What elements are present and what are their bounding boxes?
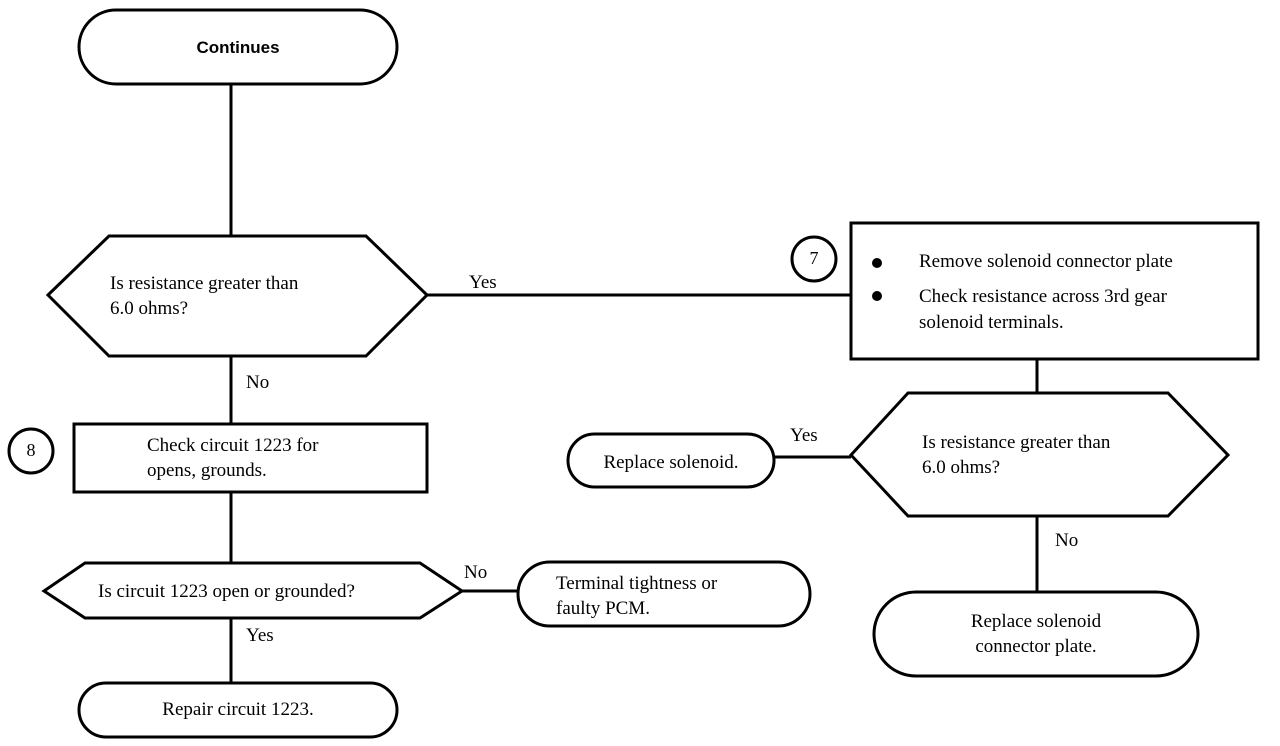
step-7-item-2-line-1: Check resistance across 3rd gear [919,286,1167,307]
decision-1-line-2: 6.0 ohms? [110,298,189,319]
decision-2-line-2: 6.0 ohms? [922,457,1001,478]
decision-3-yes-label: Yes [246,625,274,646]
decision-3-no-label: No [464,562,488,583]
replace-plate-shape [872,590,1200,678]
replace-plate-line-1: Replace solenoid [970,611,1102,632]
step-7-box-shape [849,221,1260,361]
repair-label: Repair circuit 1223. [162,699,314,720]
step-8-line-1: Check circuit 1223 for [147,435,319,456]
decision-1-line-1: Is resistance greater than [110,273,299,294]
step-7-number: 7 [809,248,819,268]
decision-3-shape [41,561,465,620]
replace-solenoid-label: Replace solenoid. [603,452,739,473]
bullet-icon [872,258,882,268]
step-7-marker-shape [790,235,838,283]
replace-plate-line-2: connector plate. [975,636,1097,657]
terminal-tightness-line-2: faulty PCM. [556,598,650,619]
step-8-marker-shape [7,427,55,475]
terminal-tightness-line-1: Terminal tightness or [556,573,718,594]
start-label: Continues [196,38,280,57]
decision-2-shape [848,391,1231,518]
decision-3-label: Is circuit 1223 open or grounded? [98,581,355,602]
decision-1-yes-label: Yes [469,272,497,293]
terminal-tightness-shape [516,560,812,628]
repair-terminal-shape [77,681,399,739]
replace-solenoid-shape [566,432,776,489]
bullet-icon [872,291,882,301]
decision-2-line-1: Is resistance greater than [922,432,1111,453]
decision-1-shape [45,234,430,358]
step-8-number: 8 [26,440,36,460]
decision-1-no-label: No [246,372,270,393]
start-terminal-shape [77,8,399,86]
step-8-box-shape [72,422,429,494]
decision-2-no-label: No [1055,530,1079,551]
step-8-line-2: opens, grounds. [147,460,267,481]
decision-2-yes-label: Yes [790,425,818,446]
step-7-item-1: Remove solenoid connector plate [919,251,1173,272]
step-7-item-2-line-2: solenoid terminals. [919,312,1064,333]
